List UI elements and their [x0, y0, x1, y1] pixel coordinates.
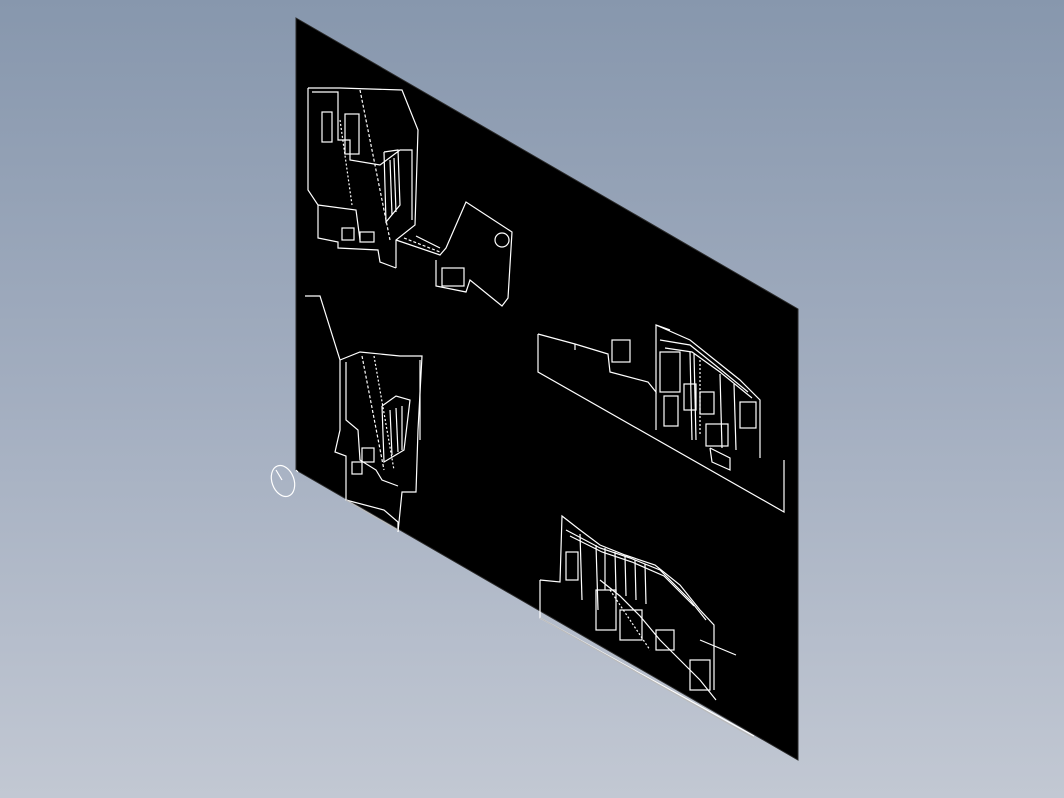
ucs-icon[interactable]: [267, 462, 299, 500]
sheet-edge: [295, 469, 299, 473]
floor-plan-lower[interactable]: [305, 295, 423, 533]
section-bottom[interactable]: [539, 514, 755, 739]
drawing-sheet[interactable]: [295, 17, 799, 761]
section-right[interactable]: [537, 324, 785, 514]
floor-plan-upper[interactable]: [307, 87, 513, 307]
